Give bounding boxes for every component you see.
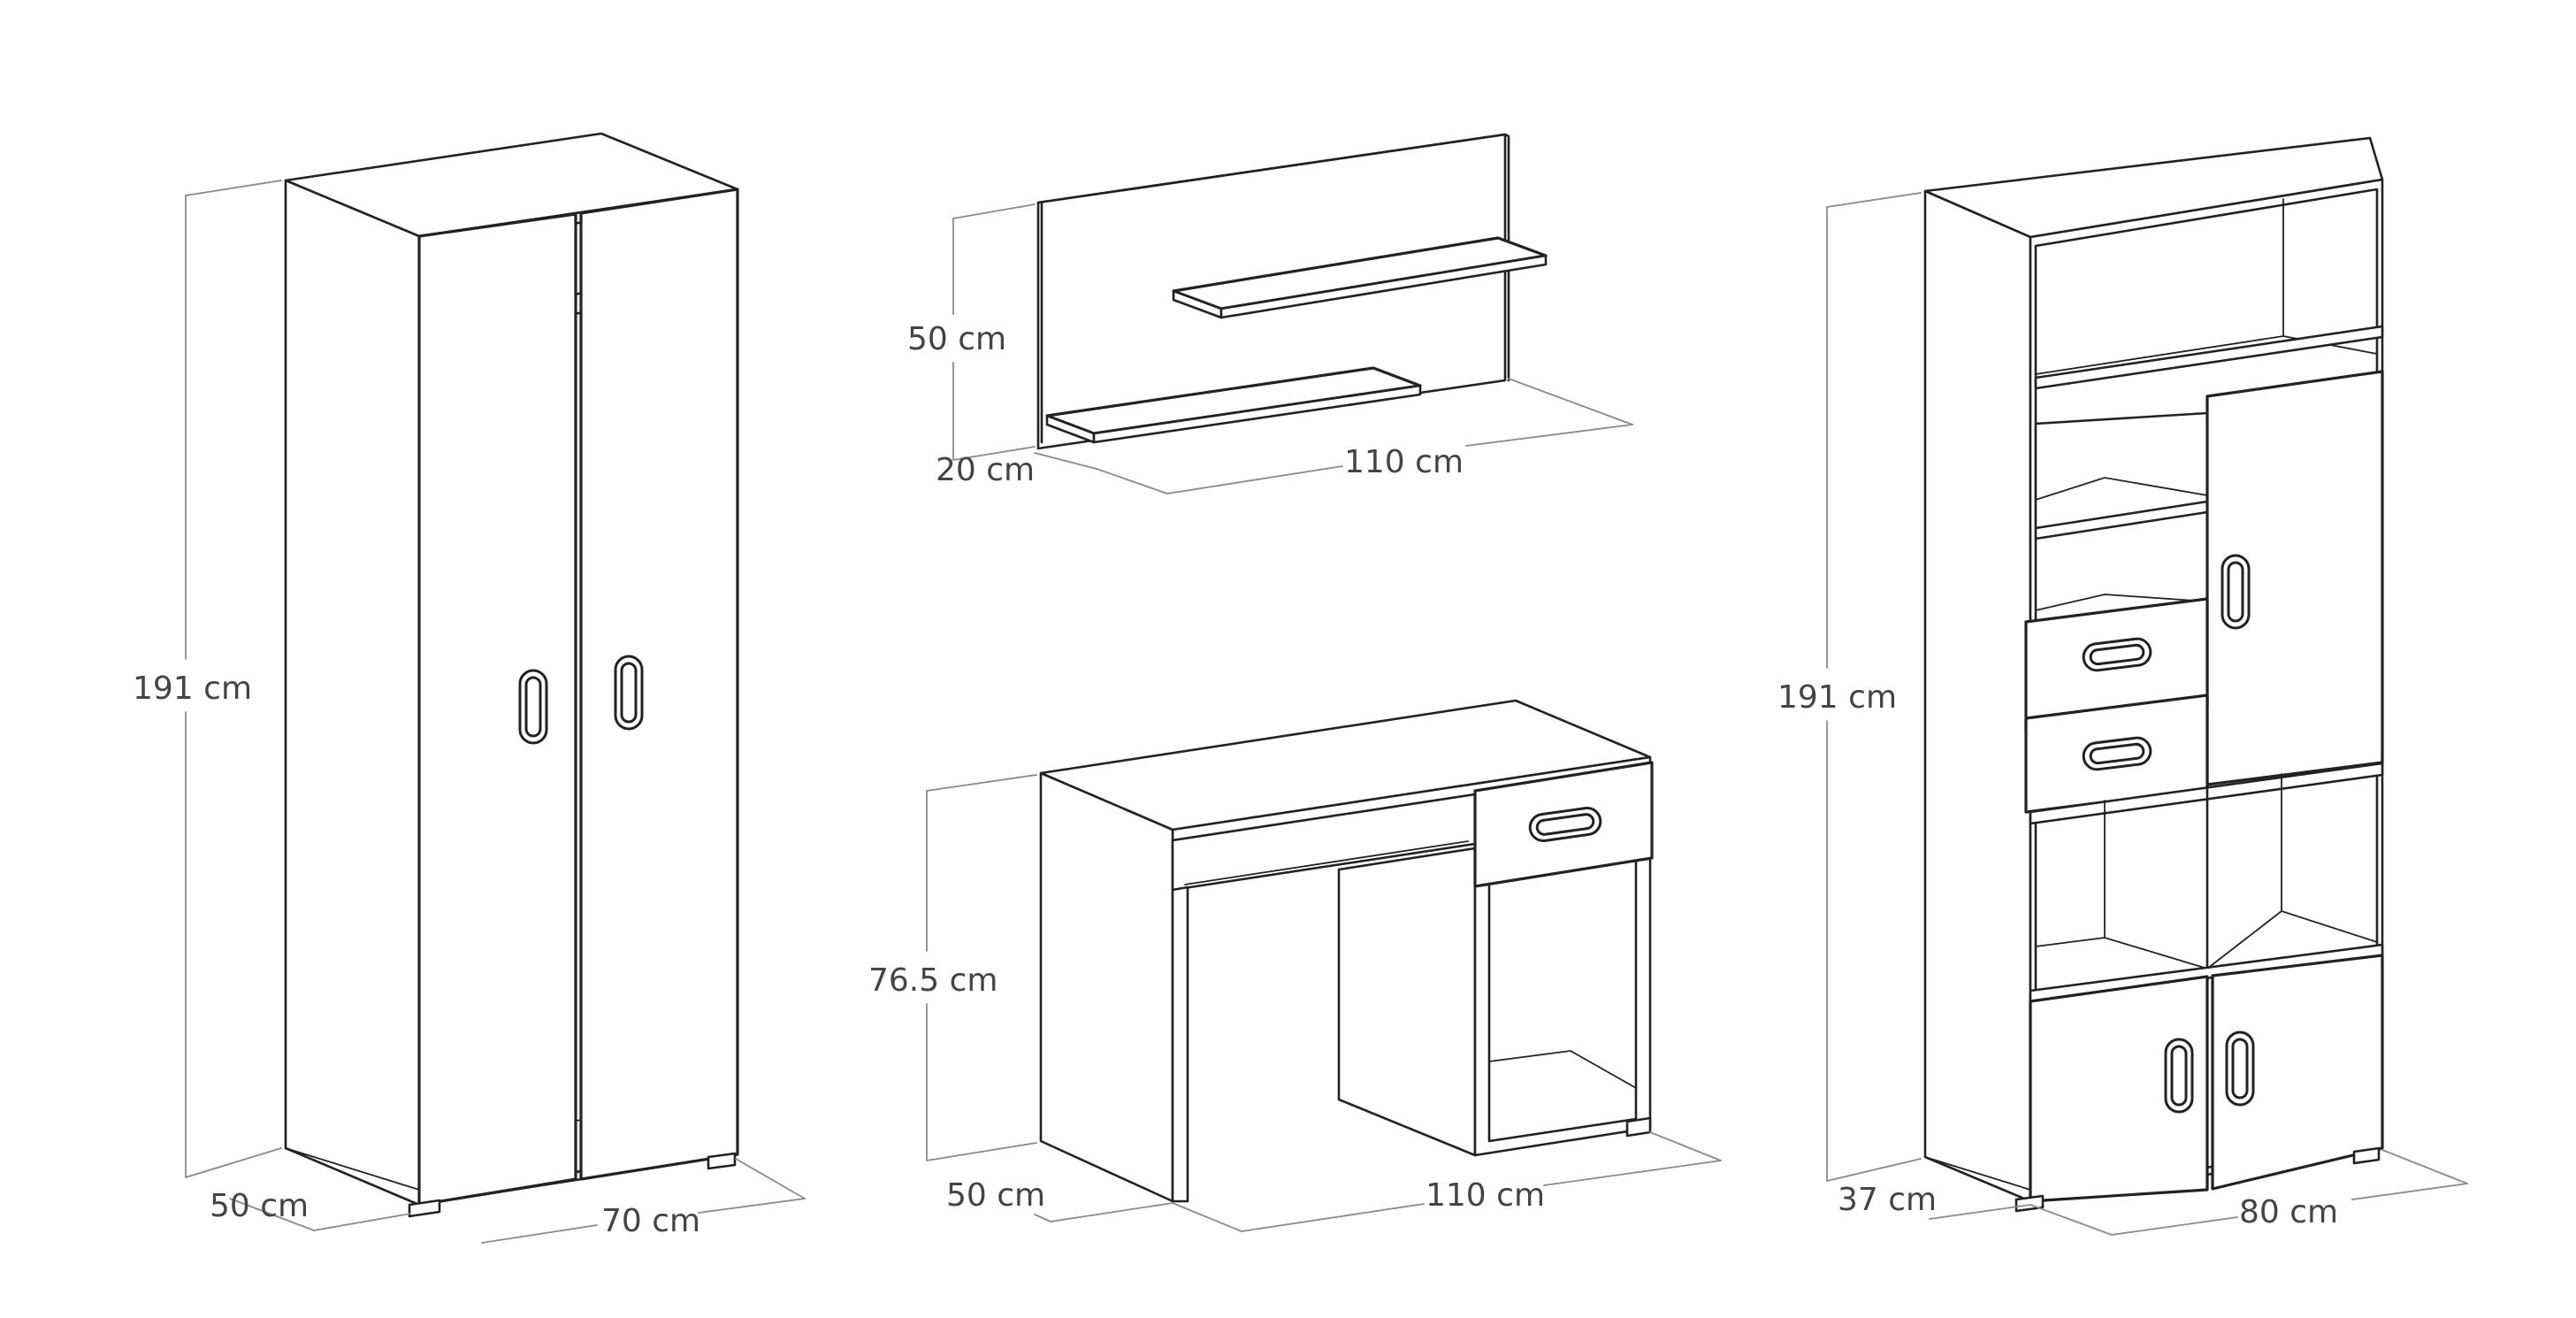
wardrobe-width-label: 70 cm xyxy=(601,1203,700,1239)
desk-height-label: 76.5 cm xyxy=(868,962,998,999)
desk-width-label: 110 cm xyxy=(1426,1177,1545,1214)
shelf-width-line-right xyxy=(1465,424,1633,447)
bookcase-foot-right xyxy=(2352,1146,2381,1165)
bookcase-lower-left-handle-inner xyxy=(2170,1045,2188,1107)
shelf-depth-line xyxy=(1034,452,1097,470)
wardrobe-depth-label: 50 cm xyxy=(210,1188,309,1224)
wardrobe-height-label: 191 cm xyxy=(133,670,252,707)
wardrobe-depth-line xyxy=(229,1198,315,1231)
desk-left-front-edge xyxy=(1171,885,1189,1203)
wardrobe-foot-right xyxy=(707,1152,737,1170)
desk-pedestal-shelf xyxy=(1488,1050,1637,1089)
shelf-lower-edge xyxy=(1092,384,1422,444)
shelf-height-label: 50 cm xyxy=(907,321,1006,357)
desk-back-panel xyxy=(1337,847,1477,1157)
bookcase-height-label: 191 cm xyxy=(1777,679,1897,716)
bookcase-drawer-1-handle-inner xyxy=(2089,643,2145,666)
wardrobe-width-line-right xyxy=(698,1198,806,1214)
bookcase-width-label: 80 cm xyxy=(2239,1194,2338,1230)
desk xyxy=(1039,699,1654,1203)
wall-shelf xyxy=(1036,133,1548,450)
shelf-height-ext-top xyxy=(952,203,1036,219)
desk-height-ext-top xyxy=(926,774,1037,792)
desk-height-ext-bottom xyxy=(926,1142,1037,1161)
desk-width-line-left xyxy=(1241,1203,1425,1232)
wardrobe-right-door xyxy=(579,188,739,1181)
desk-left-panel xyxy=(1039,771,1174,1203)
bookcase-height-ext-top xyxy=(1826,192,1922,208)
bookcase-shelf-1-front xyxy=(2034,325,2384,390)
wardrobe-left-door xyxy=(417,212,577,1207)
shelf-width-label: 110 cm xyxy=(1344,444,1464,480)
bookcase-height-ext-bottom xyxy=(1826,1158,1922,1182)
bookcase-width-line-left xyxy=(2111,1216,2238,1236)
desk-width-ext-right xyxy=(1649,1131,1722,1161)
wardrobe-foot-front xyxy=(408,1199,441,1218)
desk-drawer-handle-inner xyxy=(1535,813,1595,836)
bookcase-depth-ext xyxy=(1929,1204,2031,1220)
bookcase-lower-right-door xyxy=(2211,954,2384,1191)
desk-width-ext-left xyxy=(1172,1202,1242,1232)
bookcase-base-edge xyxy=(1924,1156,2031,1191)
bookcase-width-line-right xyxy=(2351,1183,2468,1200)
bookcase-width-ext-right xyxy=(2381,1149,2468,1184)
bookcase-side xyxy=(1923,189,2032,1203)
bookcase-cubby-shelf xyxy=(2035,477,2208,501)
shelf-width-ext xyxy=(1508,378,1633,425)
wardrobe-width-line-left xyxy=(481,1224,598,1244)
wardrobe-height-ext-top xyxy=(185,180,282,196)
bookcase-drawer-2-handle-inner xyxy=(2089,742,2145,765)
shelf-depth-label: 20 cm xyxy=(936,452,1035,488)
shelf-width-line-left xyxy=(1166,465,1343,494)
bookcase xyxy=(1923,136,2384,1213)
bookcase-cubby-floor xyxy=(2035,594,2208,611)
wardrobe-left-handle-inner xyxy=(524,676,542,738)
desk-shelf-edge xyxy=(1184,840,1469,885)
wardrobe-height-ext-bottom xyxy=(185,1147,282,1178)
wardrobe-depth-ext xyxy=(313,1213,411,1231)
wardrobe-right-handle-inner xyxy=(620,662,638,724)
wardrobe-width-ext xyxy=(735,1158,806,1199)
desk-depth-label: 50 cm xyxy=(946,1177,1045,1214)
bookcase-upper-door-handle-inner xyxy=(2227,561,2244,623)
wardrobe-base-edge xyxy=(285,1147,420,1191)
bookcase-width-ext-left xyxy=(2029,1204,2113,1236)
wardrobe-side xyxy=(284,179,421,1207)
wardrobe xyxy=(284,132,739,1218)
desk-width-line-right xyxy=(1543,1160,1722,1186)
shelf-depth-ext xyxy=(1096,468,1168,494)
bookcase-lower-right-handle-inner xyxy=(2231,1038,2249,1100)
desk-depth-line xyxy=(1034,1214,1051,1222)
desk-depth-ext xyxy=(1050,1202,1173,1222)
desk-foot xyxy=(1625,1116,1652,1138)
shelf-upper-edge xyxy=(1219,254,1548,319)
bookcase-lower-left-door xyxy=(2029,975,2209,1203)
bookcase-depth-label: 37 cm xyxy=(1838,1182,1937,1218)
shelf-height-ext-bottom xyxy=(952,446,1036,461)
dimension-lines xyxy=(185,180,2468,1244)
dimension-labels: 191 cm 50 cm 70 cm 50 cm 20 cm 110 cm 76… xyxy=(133,321,2338,1239)
